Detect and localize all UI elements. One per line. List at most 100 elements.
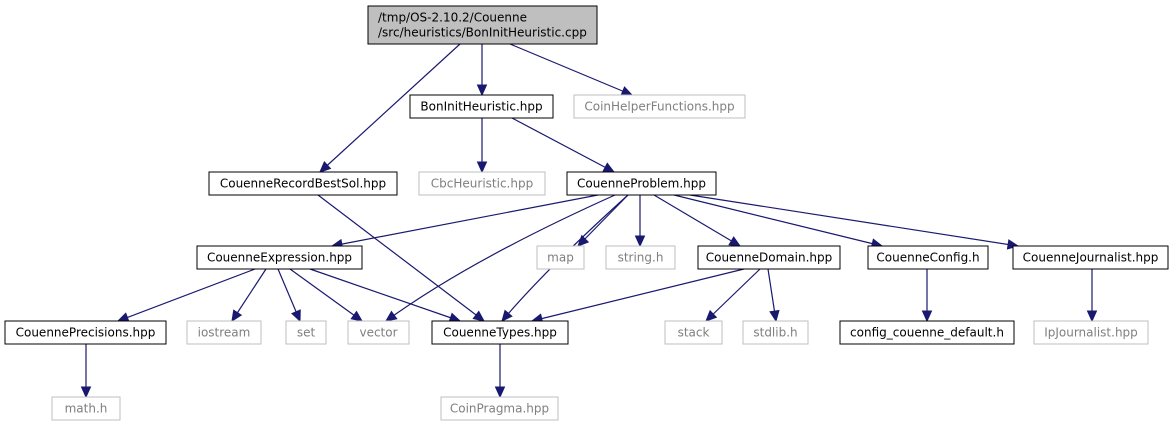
node-box: [742, 320, 809, 345]
node-box: [664, 320, 723, 345]
node-box: [409, 94, 554, 119]
edge-line: [705, 268, 761, 322]
node-label: IpJournalist.hpp: [1044, 326, 1138, 340]
edge-expression-to-types: [309, 268, 462, 323]
node-label: CoinHelperFunctions.hpp: [584, 100, 734, 114]
edge-arrowhead: [921, 310, 933, 323]
node-box: [536, 245, 585, 270]
edge-journalist-to-ipjournalist: [1086, 269, 1098, 323]
node-vector: vector: [347, 320, 410, 345]
node-label: CouenneRecordBestSol.hpp: [220, 177, 386, 191]
edge-arrowhead: [577, 234, 590, 247]
node-label: string.h: [618, 251, 664, 265]
edge-line: [577, 194, 629, 247]
node-journalist[interactable]: CouenneJournalist.hpp: [1012, 245, 1169, 270]
node-label: CouenneDomain.hpp: [706, 251, 833, 265]
node-label: /src/heuristics/BonInitHeuristic.cpp: [378, 26, 587, 40]
edge-problem-to-config: [673, 194, 884, 249]
edge-line: [317, 194, 485, 322]
node-coinhelper: CoinHelperFunctions.hpp: [573, 94, 746, 119]
edge-line: [385, 194, 616, 322]
node-domain[interactable]: CouenneDomain.hpp: [697, 245, 841, 270]
edge-line: [689, 194, 1019, 247]
edge-root-to-boninit: [476, 44, 488, 97]
node-boninit[interactable]: BonInitHeuristic.hpp: [409, 94, 554, 119]
edge-line: [531, 268, 745, 322]
node-box: [440, 396, 559, 421]
node-label: iostream: [198, 326, 251, 340]
edge-root-to-recordbest: [319, 43, 461, 173]
edge-arrowhead: [501, 309, 513, 322]
node-label: CouenneExpression.hpp: [207, 251, 352, 265]
node-cbcheur: CbcHeuristic.hpp: [418, 171, 546, 196]
node-types[interactable]: CouenneTypes.hpp: [431, 320, 569, 345]
node-box: [196, 245, 363, 270]
edge-arrowhead: [319, 161, 332, 173]
node-stringh: string.h: [605, 245, 676, 270]
node-configdefault[interactable]: config_couenne_default.h: [839, 320, 1015, 345]
node-set: set: [285, 320, 327, 345]
node-box: [431, 320, 569, 345]
node-label: CbcHeuristic.hpp: [431, 177, 533, 191]
node-label: CoinPragma.hpp: [450, 402, 549, 416]
node-label: CouennePrecisions.hpp: [16, 326, 156, 340]
node-label: CouenneProblem.hpp: [577, 177, 706, 191]
edge-arrowhead: [116, 312, 130, 323]
edge-arrowhead: [350, 310, 363, 322]
edge-problem-to-stringh: [634, 195, 646, 248]
edge-boninit-to-cbcheur: [476, 118, 488, 174]
node-mathh: math.h: [51, 396, 121, 421]
edge-expression-to-vector: [289, 268, 363, 322]
node-recordbest[interactable]: CouenneRecordBestSol.hpp: [208, 171, 398, 196]
node-box: [605, 245, 676, 270]
edge-line: [653, 194, 741, 247]
edge-problem-to-vector: [385, 194, 616, 322]
edge-arrowhead: [634, 235, 646, 248]
node-label: math.h: [65, 402, 108, 416]
edge-arrowhead: [291, 309, 301, 323]
node-box: [347, 320, 410, 345]
edge-line: [319, 43, 461, 173]
edge-arrowhead: [476, 161, 488, 174]
node-config[interactable]: CouenneConfig.h: [867, 245, 989, 270]
node-label: BonInitHeuristic.hpp: [420, 100, 542, 114]
node-iostream: iostream: [186, 320, 262, 345]
node-stdlibh: stdlib.h: [742, 320, 809, 345]
edge-arrowhead: [602, 162, 616, 173]
node-label: map: [547, 251, 574, 265]
node-map: map: [536, 245, 585, 270]
node-label: CouenneConfig.h: [876, 251, 979, 265]
edge-arrowhead: [80, 386, 92, 399]
node-coinpragma: CoinPragma.hpp: [440, 396, 559, 421]
node-label: vector: [359, 326, 397, 340]
node-root[interactable]: /tmp/OS-2.10.2/Couenne/src/heuristics/Bo…: [367, 5, 598, 45]
node-label: CouenneJournalist.hpp: [1023, 251, 1159, 265]
node-box: [697, 245, 841, 270]
edge-expression-to-iostream: [231, 268, 267, 323]
node-box: [867, 245, 989, 270]
edge-arrowhead: [728, 236, 742, 247]
node-expression[interactable]: CouenneExpression.hpp: [196, 245, 363, 270]
node-box: [51, 396, 121, 421]
node-label: set: [297, 326, 316, 340]
edge-arrowhead: [620, 86, 634, 96]
node-problem[interactable]: CouenneProblem.hpp: [566, 171, 717, 196]
node-precisions[interactable]: CouennePrecisions.hpp: [4, 320, 167, 345]
edge-domain-to-stack: [705, 268, 761, 322]
edge-precisions-to-mathh: [80, 344, 92, 399]
edge-arrowhead: [385, 310, 398, 322]
edge-boninit-to-problem: [511, 117, 616, 173]
edge-arrowhead: [472, 310, 485, 322]
node-ipjournalist: IpJournalist.hpp: [1033, 320, 1149, 345]
edge-line: [331, 194, 599, 247]
node-box: [208, 171, 398, 196]
edge-config-to-configdefault: [921, 269, 933, 323]
nodes-layer: /tmp/OS-2.10.2/Couenne/src/heuristics/Bo…: [4, 5, 1169, 421]
node-stack: stack: [664, 320, 723, 345]
edge-arrowhead: [231, 309, 243, 323]
edge-arrowhead: [705, 309, 718, 322]
edge-arrowhead: [476, 84, 488, 97]
edge-line: [289, 268, 363, 322]
edge-expression-to-set: [277, 268, 301, 323]
node-box: [418, 171, 546, 196]
